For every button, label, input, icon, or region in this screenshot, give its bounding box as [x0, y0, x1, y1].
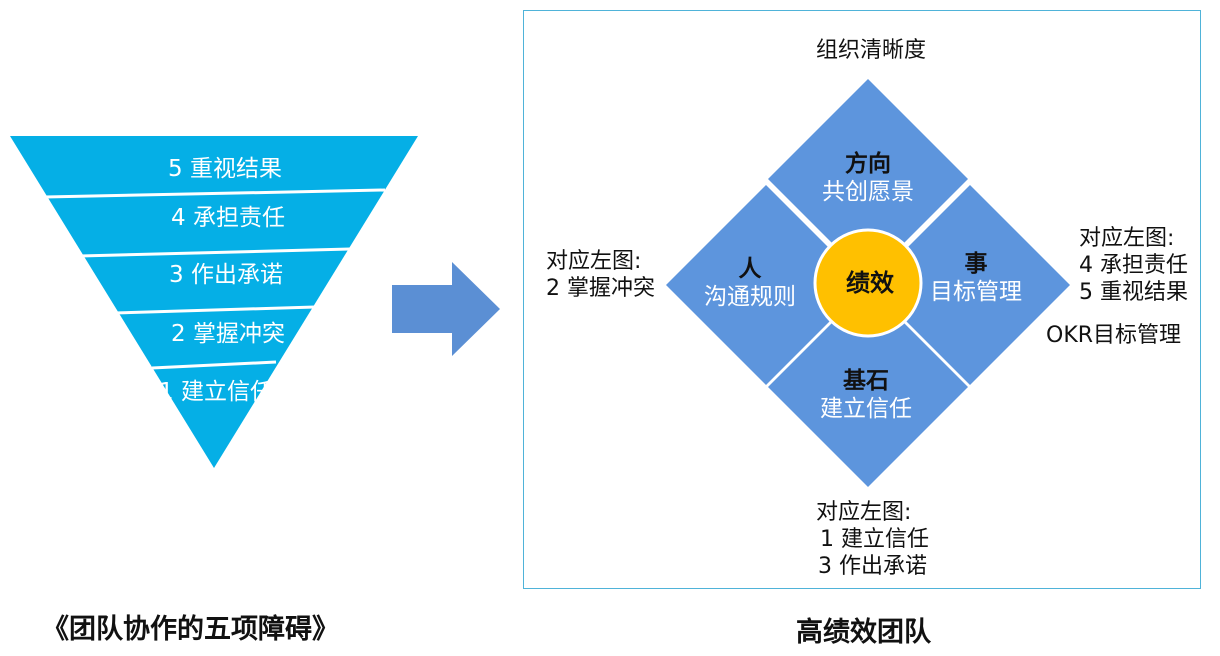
tile-right-subtitle: 目标管理 [930, 279, 1022, 305]
funnel-layer-3-label: 3 作出承诺 [169, 262, 283, 288]
tile-right-text: 事 目标管理 [876, 250, 1076, 306]
funnel-layer-1-label: 1 建立信任 [159, 379, 273, 405]
note-left-line: 2 掌握冲突 [546, 276, 655, 301]
tile-top-subtitle: 共创愿景 [822, 179, 914, 205]
center-label: 绩效 [846, 269, 894, 297]
note-right: 对应左图: 4 承担责任 5 重视结果 [1079, 225, 1188, 306]
funnel-triangle [10, 136, 418, 468]
tile-left-title: 人 [738, 256, 762, 282]
funnel-separator [44, 188, 386, 199]
model-frame [523, 10, 1201, 589]
note-bottom-line: 1 建立信任 [820, 527, 929, 552]
tile-bottom-text: 基石 建立信任 [766, 367, 966, 423]
funnel-caption: 《团队协作的五项障碍》 [42, 614, 339, 645]
center-circle [813, 228, 923, 338]
tile-left-text: 人 沟通规则 [650, 255, 850, 311]
funnel-separator [151, 360, 277, 370]
note-bottom-line: 对应左图: [816, 500, 912, 525]
tile-top-diamond [768, 79, 968, 279]
tile-bottom-diamond [768, 287, 968, 487]
note-right-line: 对应左图: [1079, 226, 1175, 251]
funnel-layer-separators [44, 188, 386, 370]
note-right-line: 4 承担责任 [1079, 253, 1188, 278]
funnel-separator [79, 247, 351, 258]
funnel-separator [114, 305, 316, 315]
top-label: 组织清晰度 [816, 38, 927, 63]
note-bottom: 对应左图: 1 建立信任 3 作出承诺 [816, 499, 929, 580]
funnel-layer-5-label: 5 重视结果 [168, 156, 282, 182]
tile-left-diamond [666, 185, 866, 385]
tile-top-text: 方向 共创愿景 [768, 150, 968, 206]
tile-bottom-title: 基石 [843, 368, 889, 394]
tile-bottom-subtitle: 建立信任 [820, 396, 912, 422]
model-caption: 高绩效团队 [796, 617, 931, 648]
note-left-line: 对应左图: [546, 249, 642, 274]
tile-left-subtitle: 沟通规则 [704, 284, 796, 310]
funnel-layer-4-label: 4 承担责任 [171, 205, 285, 231]
note-bottom-line: 3 作出承诺 [818, 554, 927, 579]
funnel-layer-2-label: 2 掌握冲突 [171, 321, 285, 347]
note-right-line: 5 重视结果 [1079, 280, 1188, 305]
tile-right-title: 事 [964, 251, 988, 277]
note-okr: OKR目标管理 [1046, 323, 1182, 348]
tile-top-title: 方向 [845, 151, 891, 177]
note-left: 对应左图: 2 掌握冲突 [546, 248, 655, 302]
tile-right-diamond [870, 185, 1070, 385]
